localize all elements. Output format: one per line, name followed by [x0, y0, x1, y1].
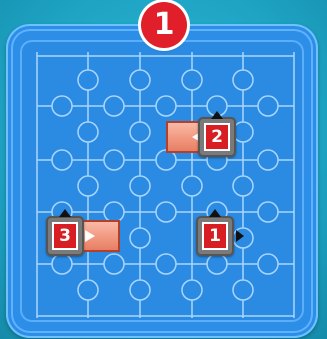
- grid-node: [130, 70, 150, 90]
- piece-2[interactable]: 2: [166, 113, 238, 159]
- piece-number: 1: [202, 222, 228, 250]
- grid-node: [258, 254, 278, 274]
- arrow-up-icon: [211, 111, 223, 119]
- grid-node: [78, 122, 98, 142]
- grid-node: [156, 254, 176, 274]
- piece-number: 3: [52, 222, 78, 250]
- level-number-badge: 1: [141, 2, 187, 48]
- grid-node: [258, 150, 278, 170]
- grid-node: [130, 122, 150, 142]
- grid-node: [104, 254, 124, 274]
- grid-node: [104, 96, 124, 116]
- tail-direction-right-icon: [85, 230, 95, 242]
- grid-node: [104, 150, 124, 170]
- arrow-right-icon: [236, 230, 244, 242]
- piece-1[interactable]: 1: [196, 210, 248, 260]
- piece-head[interactable]: 3: [46, 216, 84, 256]
- grid-node: [258, 96, 278, 116]
- piece-number: 2: [204, 123, 230, 151]
- grid-node: [52, 254, 72, 274]
- arrow-up-icon: [59, 209, 71, 217]
- grid-node: [182, 280, 202, 300]
- arrow-up-icon: [209, 209, 221, 217]
- piece-3[interactable]: 3: [46, 210, 120, 256]
- piece-head[interactable]: 2: [198, 117, 236, 157]
- grid-node: [52, 150, 72, 170]
- grid-node: [130, 228, 150, 248]
- grid-node: [156, 202, 176, 222]
- grid-node: [233, 280, 253, 300]
- grid-node: [182, 176, 202, 196]
- piece-head[interactable]: 1: [196, 216, 234, 256]
- grid-node: [78, 280, 98, 300]
- grid-node: [233, 176, 253, 196]
- grid-node: [233, 70, 253, 90]
- grid-node: [130, 176, 150, 196]
- grid-node: [258, 202, 278, 222]
- grid-node: [52, 96, 72, 116]
- grid-node: [130, 280, 150, 300]
- grid-node: [78, 176, 98, 196]
- grid-node: [78, 70, 98, 90]
- grid-node: [182, 70, 202, 90]
